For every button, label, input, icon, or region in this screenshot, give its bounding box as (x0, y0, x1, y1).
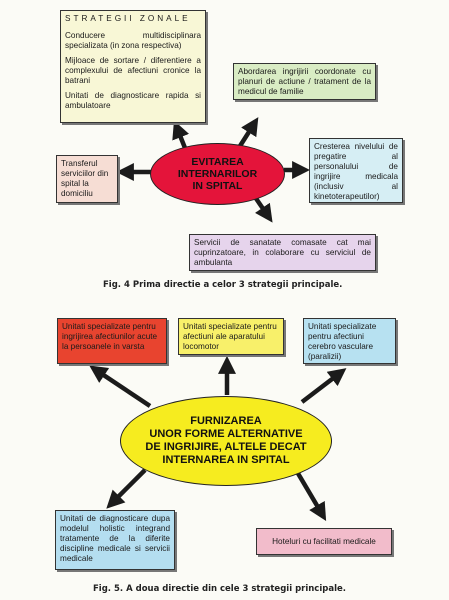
center-fig5-line-2: UNOR FORME ALTERNATIVE (149, 427, 303, 440)
strategii-zonale-item-1: Conducere multidisciplinara specializata… (65, 31, 201, 50)
center-fig5-line-1: FURNIZAREA (190, 414, 262, 427)
center-fig4-line-1: EVITAREA (191, 155, 244, 168)
arrow-to-servicii (253, 195, 273, 223)
arrow-to-red-box (89, 365, 152, 408)
center-ellipse-fig4: EVITAREA INTERNARILOR IN SPITAL (150, 143, 285, 205)
arrow-to-strategii-zonale (172, 120, 190, 149)
diagnostic-box: Unitati de diagnosticare dupa modelul ho… (55, 510, 175, 570)
red-box-text: Unitati specializate pentru ingrijirea a… (62, 322, 158, 351)
arrow-to-abordarea (238, 117, 259, 148)
center-fig4-line-3: IN SPITAL (192, 180, 243, 193)
center-fig5-line-4: INTERNAREA IN SPITAL (162, 454, 290, 467)
arrow-to-diagnostic-box (106, 468, 147, 509)
arrow-to-hoteluri-box (294, 468, 327, 521)
blue-box-text: Unitati specializate pentru afectiuni ce… (308, 322, 377, 361)
strategii-zonale-item-2: Mijloace de sortare / diferentiere a com… (65, 56, 201, 85)
blue-box: Unitati specializate pentru afectiuni ce… (303, 318, 396, 364)
strategii-zonale-item-3: Unitati de diagnosticare rapida si ambul… (65, 91, 201, 110)
yellow-box: Unitati specializate pentru afectiuni al… (178, 318, 284, 355)
abordarea-box: Abordarea ingrijirii coordonate cu planu… (233, 63, 376, 100)
center-ellipse-fig5: FURNIZAREA UNOR FORME ALTERNATIVE DE ING… (120, 396, 332, 486)
cresterea-box: Cresterea nivelului de pregatire al pers… (309, 138, 403, 203)
strategii-zonale-title: STRATEGII ZONALE (65, 14, 191, 23)
fig5-caption: Fig. 5. A doua directie din cele 3 strat… (93, 584, 346, 594)
hoteluri-box: Hoteluri cu facilitati medicale (256, 528, 392, 555)
center-fig4-line-2: INTERNARILOR (177, 167, 258, 180)
hoteluri-box-text: Hoteluri cu facilitati medicale (272, 536, 376, 546)
diagnostic-box-text: Unitati de diagnosticare dupa modelul ho… (60, 514, 170, 563)
yellow-box-text: Unitati specializate pentru afectiuni al… (183, 322, 277, 351)
transferul-text: Transferul serviciilor din spital la dom… (61, 159, 109, 198)
servicii-text: Servicii de sanatate comasate cat mai cu… (194, 238, 371, 267)
cresterea-text: Cresterea nivelului de pregatire al pers… (314, 142, 398, 201)
servicii-box: Servicii de sanatate comasate cat mai cu… (189, 234, 376, 271)
red-box: Unitati specializate pentru ingrijirea a… (57, 318, 167, 364)
fig4-caption: Fig. 4 Prima directie a celor 3 strategi… (103, 280, 343, 290)
transferul-box: Transferul serviciilor din spital la dom… (56, 155, 118, 203)
center-fig5-line-3: DE INGRIJIRE, ALTELE DECAT (145, 441, 307, 453)
strategii-zonale-box: STRATEGII ZONALE Conducere multidiscipli… (60, 10, 206, 123)
arrow-to-blue-box (300, 368, 347, 404)
abordarea-text: Abordarea ingrijirii coordonate cu planu… (238, 67, 371, 96)
